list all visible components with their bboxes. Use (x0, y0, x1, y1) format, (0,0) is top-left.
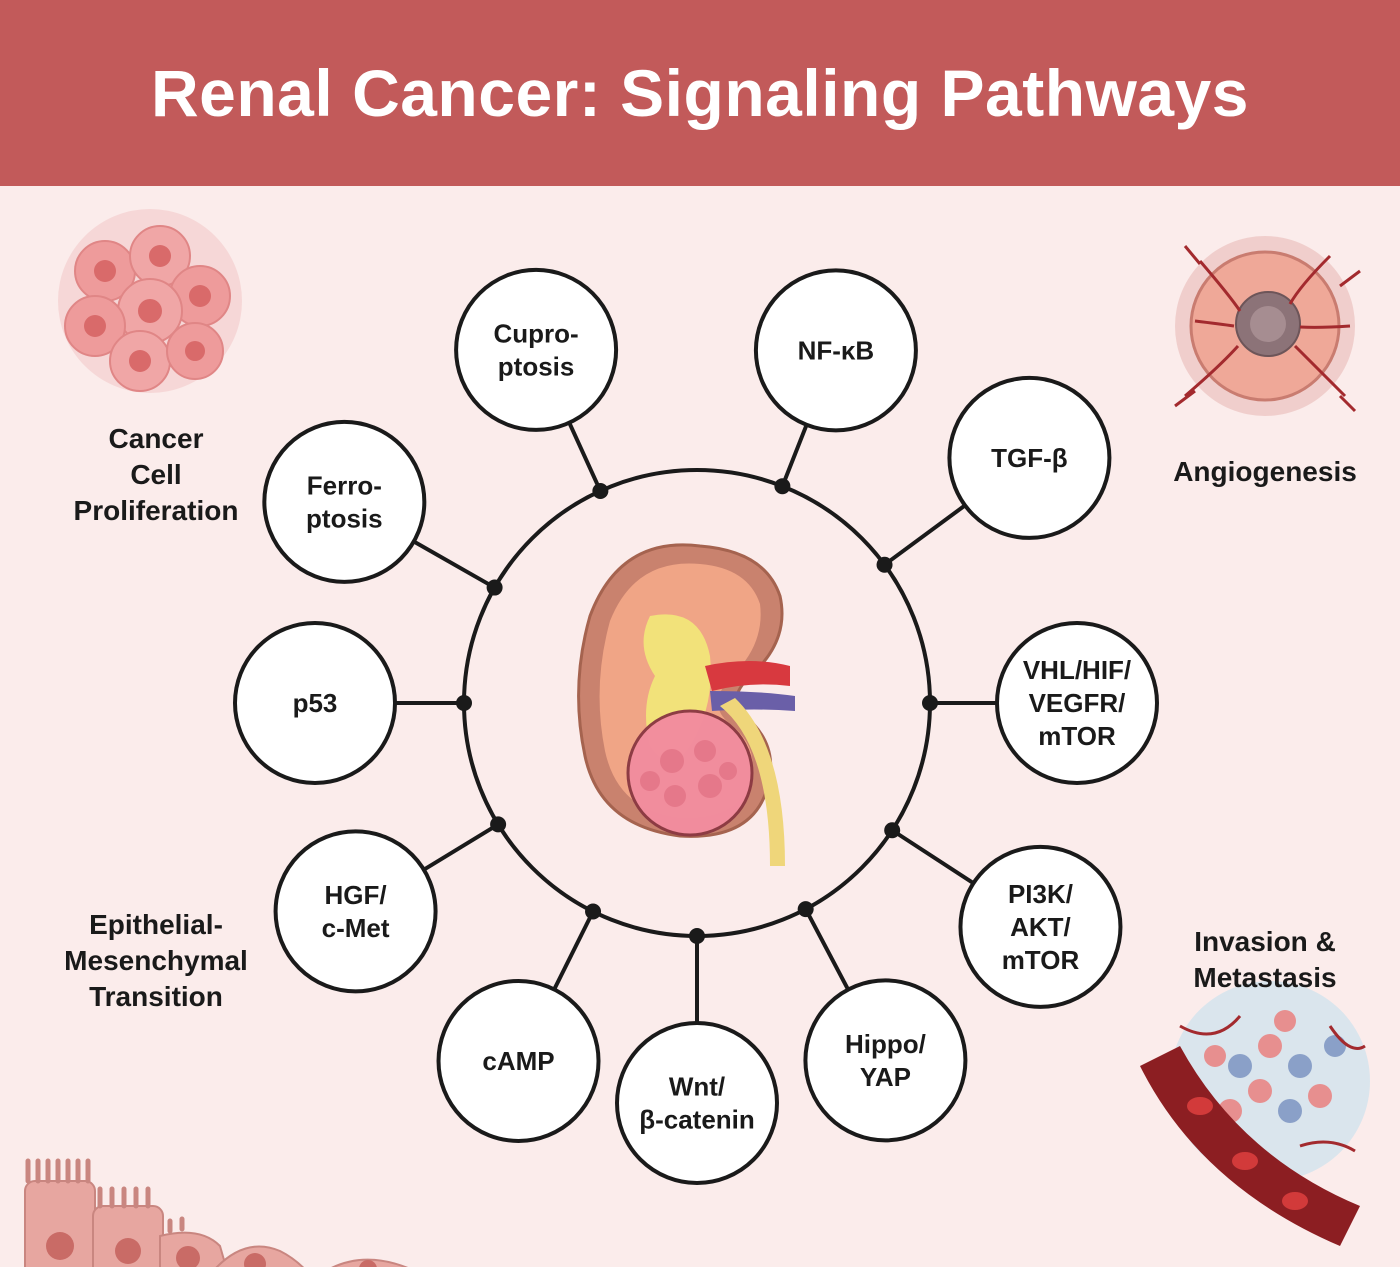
label-line: Cancer (108, 423, 204, 454)
pathway-node-wnt: Wnt/β-catenin (615, 1021, 779, 1185)
pathway-label: YAP (860, 1062, 911, 1092)
pathway-label: c-Met (322, 913, 390, 943)
pathway-node-p53: p53 (233, 621, 397, 785)
pathway-label: mTOR (1002, 945, 1080, 975)
pathway-label: ptosis (498, 351, 575, 381)
connector-dot-tgfb (876, 556, 893, 573)
blood-vessel-metastasis-icon (1140, 981, 1370, 1246)
label-line: Cell (130, 459, 182, 490)
kidney-tumor-icon (577, 543, 795, 866)
pathway-diagram: Cupro-ptosis NF-κB TGF-βVHL/HIF/VEGFR/mTOR… (24, 209, 1370, 1267)
pathway-label: PI3K/ (1008, 879, 1073, 909)
label-line: Angiogenesis (1173, 456, 1357, 487)
pathway-circle (803, 978, 968, 1143)
label-line: Epithelial- (89, 909, 223, 940)
pathway-node-pi3k: PI3K/AKT/mTOR (958, 844, 1123, 1009)
pathway-node-nfkb: NF-κB (753, 268, 918, 433)
pathway-label: VEGFR/ (1029, 688, 1126, 718)
pathway-label: Wnt/ (669, 1072, 725, 1102)
vascularized-tumor-icon (1174, 236, 1361, 416)
connector-tgfb (883, 503, 967, 567)
pathway-node-ferroptosis: Ferro-ptosis (262, 419, 427, 584)
pathway-circle (262, 419, 427, 584)
connector-nfkb (780, 424, 809, 487)
pathway-label: Cupro- (493, 318, 578, 348)
pathway-node-hippo: Hippo/YAP (803, 978, 968, 1143)
connector-dot-camp (585, 903, 602, 920)
pathway-label: Ferro- (307, 470, 382, 500)
connector-dot-cuproptosis (592, 482, 609, 499)
title-banner: Renal Cancer: Signaling Pathways (0, 0, 1400, 186)
pathway-circle (273, 829, 438, 994)
label-line: Mesenchymal (64, 945, 248, 976)
pathway-nodes: Cupro-ptosis NF-κB TGF-βVHL/HIF/VEGFR/mTOR… (233, 267, 1159, 1185)
connector-pi3k (891, 828, 975, 885)
page-title: Renal Cancer: Signaling Pathways (151, 56, 1249, 130)
pathway-node-hgf: HGF/c-Met (273, 829, 438, 994)
pathway-circle (436, 978, 601, 1143)
pathway-node-vhl: VHL/HIF/VEGFR/mTOR (995, 621, 1159, 785)
connector-dot-wnt (689, 928, 705, 944)
pathway-label: HGF/ (325, 880, 387, 910)
pathway-node-tgfb: TGF-β (947, 375, 1112, 540)
label-invasion-metastasis: Invasion & Metastasis (1150, 924, 1380, 996)
pathway-circle (753, 268, 918, 433)
label-angiogenesis: Angiogenesis (1140, 454, 1390, 490)
connector-dot-p53 (456, 695, 472, 711)
pathway-connectors (395, 421, 997, 1023)
pathway-circle (233, 621, 397, 785)
label-emt: Epithelial- Mesenchymal Transition (30, 907, 282, 1015)
connector-dot-hippo (797, 901, 814, 918)
pathway-circle (454, 267, 619, 432)
pathway-label: NF-κB (798, 335, 875, 365)
pathway-label: AKT/ (1010, 912, 1071, 942)
pathway-label: β-catenin (639, 1105, 755, 1135)
connector-dot-pi3k (884, 822, 901, 839)
connector-ferroptosis (412, 539, 496, 590)
pathway-label: cAMP (482, 1046, 554, 1076)
epithelial-cells-icon (24, 1158, 408, 1267)
connector-dot-ferroptosis (486, 579, 503, 596)
pathway-circle (995, 621, 1159, 785)
connector-dot-hgf (490, 816, 507, 833)
connector-camp (552, 910, 595, 991)
pathway-label: Hippo/ (845, 1029, 926, 1059)
connector-hippo (803, 908, 850, 991)
pathway-label: TGF-β (991, 443, 1068, 473)
label-line: Proliferation (73, 495, 239, 526)
pathway-circle (615, 1021, 779, 1185)
connector-hgf (422, 822, 500, 872)
label-cancer-cell-proliferation: Cancer Cell Proliferation (40, 421, 272, 529)
pathway-label: ptosis (306, 503, 383, 533)
pathway-node-camp: cAMP (436, 978, 601, 1143)
label-line: Transition (89, 981, 223, 1012)
pathway-label: p53 (293, 688, 338, 718)
pathway-node-cuproptosis: Cupro-ptosis (454, 267, 619, 432)
pathway-label: VHL/HIF/ (1023, 655, 1131, 685)
label-line: Invasion & (1194, 926, 1336, 957)
connector-dot-nfkb (774, 478, 791, 495)
cancer-cell-cluster-icon (58, 209, 242, 393)
connector-cuproptosis (567, 421, 603, 492)
connector-dot-vhl (922, 695, 938, 711)
pathway-circle (958, 844, 1123, 1009)
pathway-circle (947, 375, 1112, 540)
pathway-label: mTOR (1038, 721, 1116, 751)
label-line: Metastasis (1193, 962, 1337, 993)
